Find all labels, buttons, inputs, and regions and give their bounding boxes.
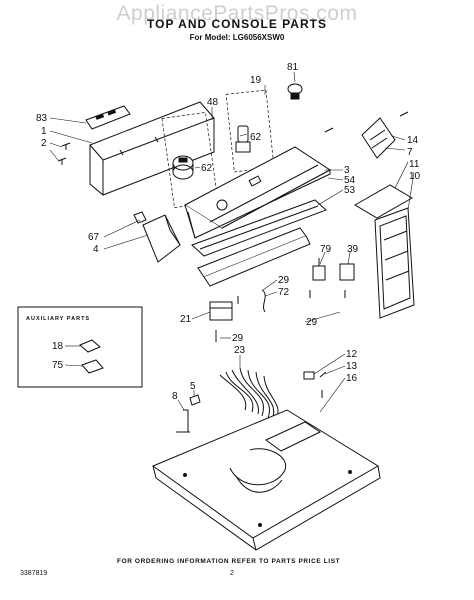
vent-grille-part (85, 105, 131, 130)
resistor-wire-part (261, 289, 266, 313)
dryer-top-panel (151, 409, 381, 551)
callout-39: 39 (347, 244, 359, 255)
small-hardware-parts (303, 371, 327, 398)
console-back-panel (89, 101, 215, 196)
callout-3: 3 (344, 165, 350, 176)
callout-23: 23 (234, 345, 246, 356)
control-bracket-part (197, 227, 311, 287)
callout-5: 5 (190, 381, 196, 392)
diagram-title: TOP AND CONSOLE PARTS (147, 17, 327, 31)
callout-53: 53 (344, 185, 356, 196)
callout-79: 79 (320, 244, 332, 255)
push-switch-part (235, 125, 251, 153)
callout-18: 18 (52, 341, 64, 352)
callout-83: 83 (36, 113, 48, 124)
panel-screws (57, 142, 71, 165)
callout-54: 54 (344, 175, 356, 186)
callout-2: 2 (41, 138, 47, 149)
callout-81: 81 (287, 62, 299, 73)
callout-11: 11 (409, 159, 420, 170)
callout-62-switch: 62 (250, 132, 262, 143)
callout-14: 14 (407, 135, 419, 146)
end-cap-part (142, 214, 181, 263)
callout-13: 13 (346, 361, 358, 372)
ground-wire-parts (176, 394, 201, 433)
auxiliary-parts-title: AUXILIARY PARTS (26, 316, 91, 322)
watermark-text: AppliancePartsPros.com (116, 2, 358, 25)
control-knob-part (287, 83, 303, 100)
callout-72: 72 (278, 287, 290, 298)
document-number: 3387819 (20, 570, 48, 577)
callout-67: 67 (88, 232, 100, 243)
callout-7: 7 (407, 147, 413, 158)
callout-10: 10 (409, 171, 421, 182)
callout-29-right: 29 (306, 317, 318, 328)
callout-4: 4 (93, 244, 99, 255)
selector-switches (309, 258, 355, 298)
retainer-clip-part (133, 211, 147, 224)
lint-screen-part (354, 184, 415, 319)
callout-75: 75 (52, 360, 64, 371)
callout-21: 21 (180, 314, 192, 325)
auxiliary-parts-box (17, 306, 143, 388)
callout-16: 16 (346, 373, 358, 384)
callout-29-lower: 29 (232, 333, 244, 344)
switch-group-outline (225, 89, 275, 173)
callout-1: 1 (41, 126, 47, 137)
callout-12: 12 (346, 349, 358, 360)
console-trim-strip (191, 199, 327, 257)
page-number: 2 (230, 570, 234, 577)
callout-29-upper: 29 (278, 275, 290, 286)
ordering-note: FOR ORDERING INFORMATION REFER TO PARTS … (117, 558, 341, 565)
hinge-bracket-part (324, 111, 409, 159)
callout-8: 8 (172, 391, 178, 402)
model-number: For Model: LG6056XSW0 (189, 33, 285, 42)
timer-knob-part (172, 155, 194, 180)
callout-19: 19 (250, 75, 262, 86)
console-housing-part (183, 146, 331, 239)
wire-harness-part (219, 367, 279, 421)
timer-motor-part (209, 296, 239, 342)
callout-48: 48 (207, 97, 219, 108)
callout-62-knob: 62 (201, 163, 213, 174)
callout-leader-lines (49, 71, 415, 413)
